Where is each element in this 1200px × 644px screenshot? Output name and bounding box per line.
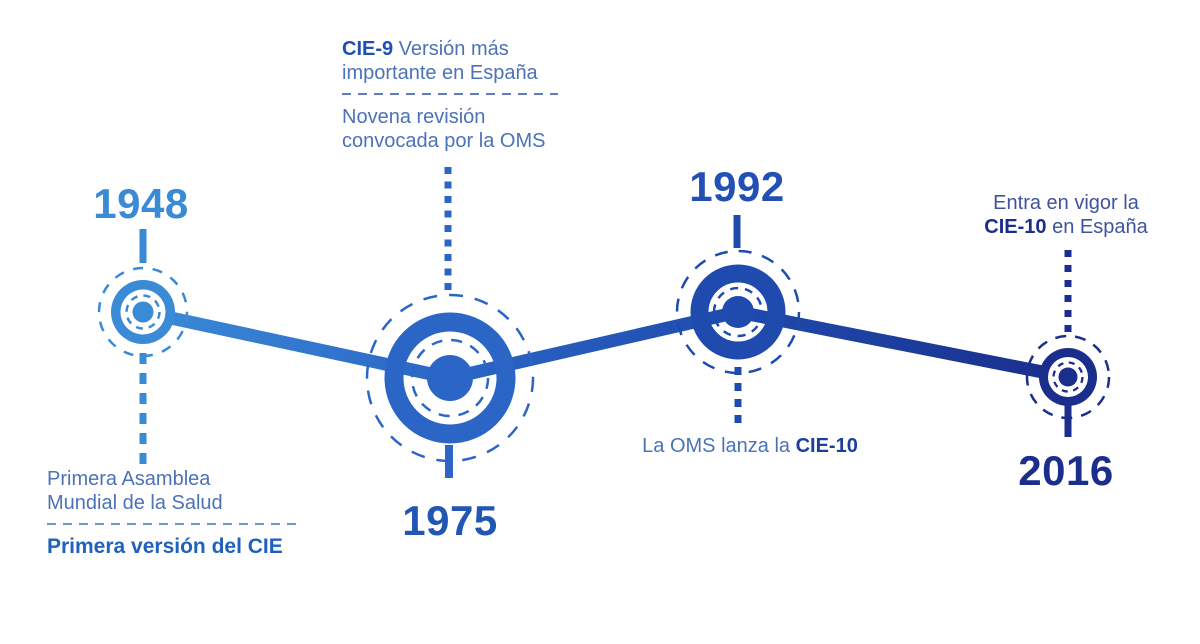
node-2016-inner-dashed-ring: [1052, 361, 1084, 393]
event-1975-dashed-divider: [342, 93, 558, 95]
year-label-1975: 1975: [402, 497, 498, 544]
year-label-2016: 2016: [1018, 447, 1114, 494]
node-1975-inner-dashed-ring: [410, 338, 490, 418]
node-1948-inner-dashed-ring: [125, 294, 161, 330]
timeline-node-1992: [675, 215, 801, 430]
event-1975-title-line1: CIE-9 Versión más: [342, 37, 582, 61]
node-1992-inner-dashed-ring: [712, 286, 764, 338]
node-1975-ring: [384, 312, 516, 444]
event-1992-text: La OMS lanza la: [642, 435, 796, 457]
event-2016-line2: CIE-10 en España: [984, 215, 1147, 239]
year-label-1948: 1948: [93, 180, 189, 227]
timeline-connector-line: [141, 305, 1070, 385]
event-1948-bold-line: Primera versión del CIE: [47, 535, 283, 558]
event-1992-text-bold: CIE-10: [795, 435, 858, 457]
node-1992-ring: [690, 264, 786, 360]
node-1992-center-dot: [722, 296, 754, 328]
year-label-1992: 1992: [689, 163, 785, 210]
event-1948-body-line1: Primera Asamblea: [47, 468, 211, 490]
node-1975-outer-dashed-ring: [365, 293, 535, 463]
event-1975-text-block: CIE-9 Versión más importante en España N…: [342, 37, 582, 153]
event-1975-title-rest: Versión más: [393, 38, 509, 60]
event-2016-line2-rest: en España: [1046, 216, 1148, 238]
node-2016-center-dot: [1058, 367, 1078, 387]
event-2016-line1: Entra en vigor la: [993, 192, 1139, 214]
node-1948-outer-dashed-ring: [97, 266, 189, 358]
event-1948-dashed-divider: [47, 523, 297, 525]
timeline-node-2016: [1025, 250, 1111, 437]
event-2016-line2-bold: CIE-10: [984, 216, 1047, 238]
event-2016-text-block: Entra en vigor la CIE-10 en España: [984, 191, 1147, 239]
event-1975-body-line2: convocada por la OMS: [342, 130, 546, 152]
event-1975-title-line2: importante en España: [342, 62, 538, 84]
event-1975-title-bold: CIE-9: [342, 38, 394, 60]
timeline-node-1975: [365, 167, 535, 478]
node-1975-center-dot: [427, 355, 473, 401]
event-1948-text-block: Primera Asamblea Mundial de la Salud Pri…: [47, 467, 317, 559]
timeline-node-1948: [97, 229, 189, 464]
node-2016-outer-dashed-ring: [1025, 334, 1111, 420]
node-1992-outer-dashed-ring: [675, 249, 801, 375]
event-1975-body-line1: Novena revisión: [342, 106, 486, 128]
event-1948-body-line2: Mundial de la Salud: [47, 492, 223, 514]
node-1948-center-dot: [132, 301, 154, 323]
event-1992-text-block: La OMS lanza la CIE-10: [642, 434, 858, 458]
